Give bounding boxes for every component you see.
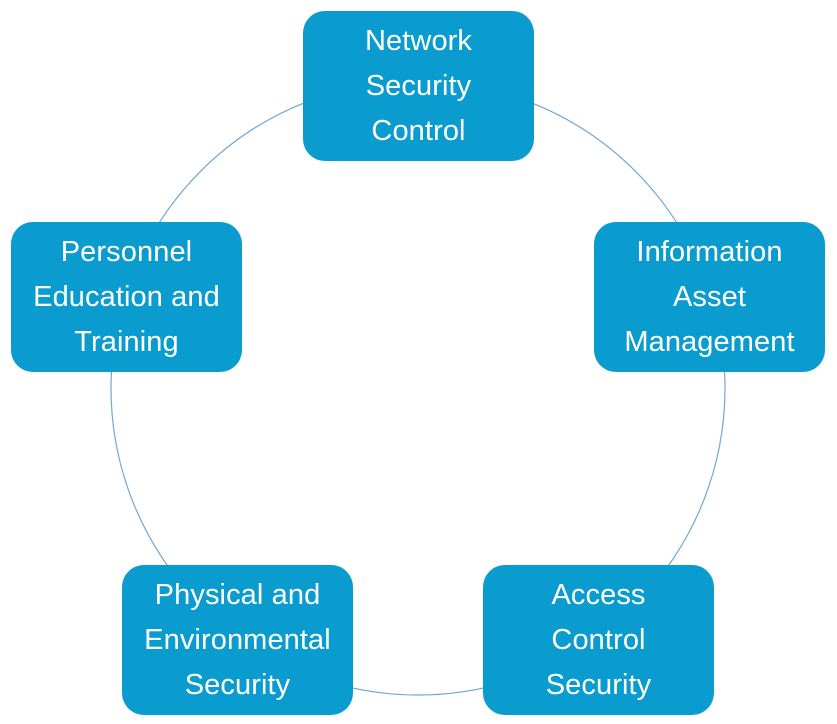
node-personnel-education-training[interactable]: Personnel Education and Training <box>11 222 242 372</box>
node-physical-environmental-security[interactable]: Physical and Environmental Security <box>122 565 353 715</box>
node-label-information-asset-management: Information Asset Management <box>624 235 795 358</box>
node-network-security-control[interactable]: Network Security Control <box>303 11 534 161</box>
node-information-asset-management[interactable]: Information Asset Management <box>594 222 825 372</box>
node-label-physical-environmental-security: Physical and Environmental Security <box>144 578 331 701</box>
node-label-network-security-control: Network Security Control <box>364 24 473 147</box>
node-access-control-security[interactable]: Access Control Security <box>483 565 714 715</box>
node-label-access-control-security: Access Control Security <box>545 578 652 701</box>
node-label-personnel-education-training: Personnel Education and Training <box>33 235 220 358</box>
